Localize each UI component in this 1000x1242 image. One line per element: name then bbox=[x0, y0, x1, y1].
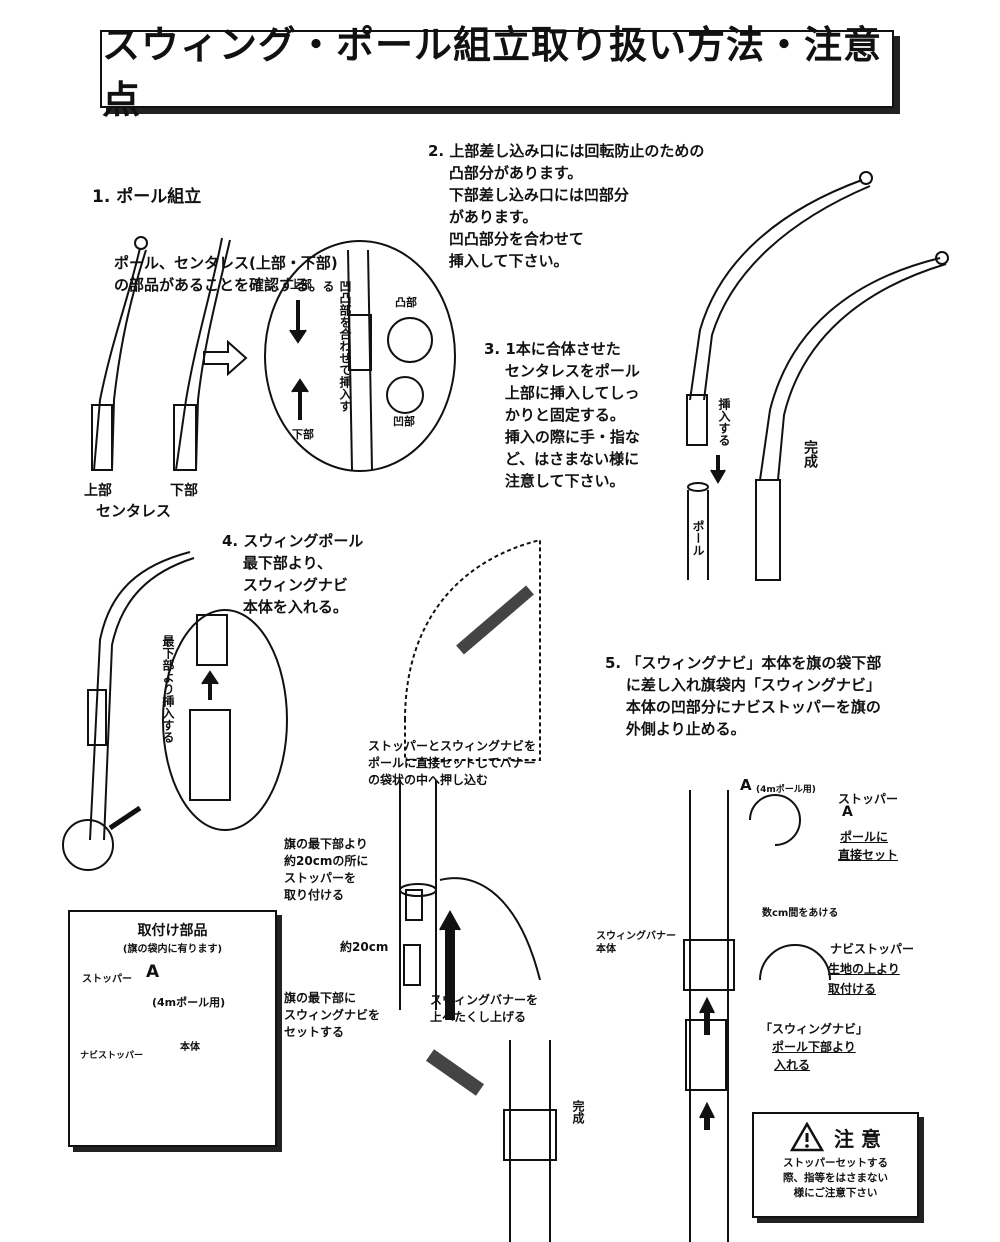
distance-label: 約20cm bbox=[340, 938, 388, 955]
caution-body: ストッパーセットする 際、指等をはさまない 様にご注意下さい bbox=[754, 1156, 917, 1201]
step5-a-letter: A bbox=[740, 776, 752, 794]
gap-note: 数cm間をあける bbox=[762, 904, 838, 919]
step3-done-label: 完成 bbox=[800, 440, 820, 490]
parts-title: 取付け部品 bbox=[70, 920, 275, 940]
zoom-label-concave: 凹部 bbox=[393, 413, 415, 429]
step5-a-sub: (4mポール用) bbox=[756, 782, 816, 795]
zoom-vertical-note: 凹凸部を合わせて挿入する bbox=[320, 280, 354, 420]
zoom-label-convex: 凸部 bbox=[395, 294, 417, 310]
parts-navi-stopper-label: ナビストッパー bbox=[80, 1048, 143, 1061]
stopper-a-note-2: 直接セット bbox=[838, 846, 898, 863]
zoom-label-upper: 上部 bbox=[290, 276, 312, 292]
label-lower: 下部 bbox=[170, 480, 198, 500]
banner-body-label: スウィングバナー 本体 bbox=[596, 930, 676, 956]
caution-box: 注 意 ストッパーセットする 際、指等をはさまない 様にご注意下さい bbox=[752, 1112, 919, 1218]
label-centerless: センタレス bbox=[96, 500, 171, 521]
navi-stopper-label: ナビストッパー bbox=[830, 940, 914, 957]
stopper-a-letter: A bbox=[842, 804, 853, 820]
step1-heading: 1. ポール組立 bbox=[92, 186, 338, 208]
parts-stopper-label: ストッパー bbox=[82, 970, 132, 985]
navi-stopper-note-1: 生地の上より bbox=[828, 960, 900, 977]
step2-body: 2. 上部差し込み口には回転防止のための 凸部分があります。 下部差し込み口には… bbox=[428, 140, 704, 272]
step3-body: 3. 1本に合体させた センタレスをポール 上部に挿入してしっ かりと固定する。… bbox=[484, 338, 640, 492]
zoom-label-lower: 下部 bbox=[292, 426, 314, 442]
parts-stopper-letter: A bbox=[146, 962, 159, 982]
step5-body: 5. 「スウィングナビ」本体を旗の袋下部 に差し入れ旗袋内「スウィングナビ」 本… bbox=[605, 652, 881, 740]
right-arrow-icon bbox=[204, 342, 246, 374]
label-upper: 上部 bbox=[84, 480, 112, 500]
banner-note: ストッパーとスウィングナビを ポールに直接セットしてバナー の袋状の中へ押し込む bbox=[368, 738, 536, 789]
warning-icon bbox=[790, 1122, 824, 1152]
navi-note: 旗の最下部に スウィングナビを セットする bbox=[284, 990, 380, 1041]
step3-pole-label: ポール bbox=[690, 520, 707, 570]
navi-label-2: ポール下部より bbox=[772, 1038, 856, 1055]
step4-body: 4. スウィングポール 最下部より、 スウィングナビ 本体を入れる。 bbox=[222, 530, 363, 618]
parts-body-label: 本体 bbox=[180, 1038, 200, 1053]
banner-drawing bbox=[400, 540, 556, 1242]
stopper-a-note-1: ポールに bbox=[840, 828, 888, 845]
parts-4m-label: (4mポール用) bbox=[152, 994, 225, 1010]
caution-title: 注 意 bbox=[834, 1123, 881, 1152]
step3-insert-label: 挿入する bbox=[716, 398, 733, 458]
navi-stopper-note-2: 取付ける bbox=[828, 980, 876, 997]
stopper-note: 旗の最下部より 約20cmの所に ストッパーを 取り付ける bbox=[284, 836, 368, 904]
parts-box: 取付け部品 (旗の袋内に有ります) ストッパー A (4mポール用) ナビストッ… bbox=[68, 910, 277, 1147]
parts-subtitle: (旗の袋内に有ります) bbox=[70, 940, 275, 955]
navi-label-1: 「スウィングナビ」 bbox=[760, 1020, 868, 1037]
middle-done-label: 完成 bbox=[570, 1100, 587, 1140]
zoom-ellipse-2 bbox=[163, 610, 287, 830]
assembly-drawing bbox=[687, 172, 948, 580]
step4-zoom-note: 最下部より挿入する bbox=[160, 635, 177, 745]
navi-label-3: 入れる bbox=[774, 1056, 810, 1073]
lift-note: スウィングバナーを 上へたくし上げる bbox=[430, 992, 538, 1026]
